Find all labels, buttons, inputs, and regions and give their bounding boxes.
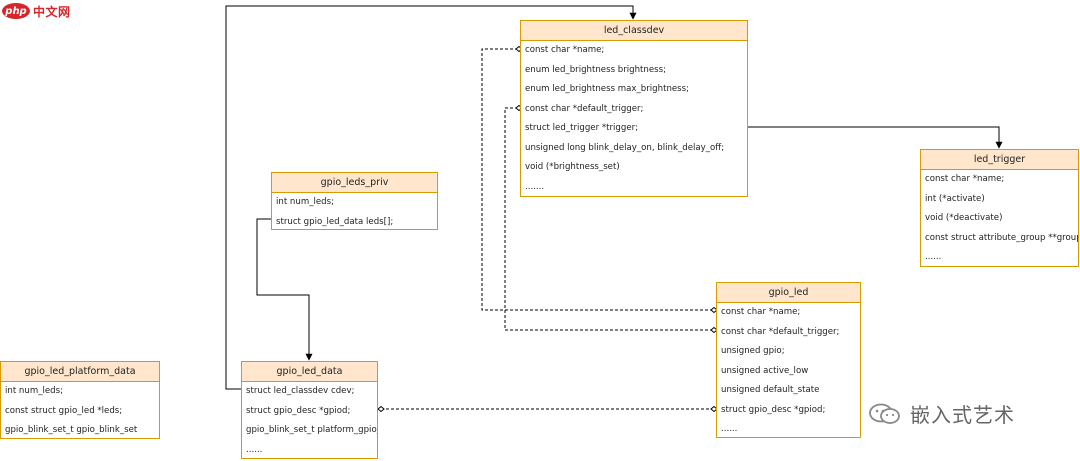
field-default-trigger: const char *default_trigger; xyxy=(721,326,840,337)
struct-title: gpio_led_data xyxy=(242,362,377,382)
field-name: const char *name; xyxy=(721,307,801,317)
field-ellipsis: ...... xyxy=(925,252,942,262)
struct-title: led_classdev xyxy=(521,21,747,41)
struct-title: gpio_led_platform_data xyxy=(1,362,159,382)
field-platform-gpio-blink-set: gpio_blink_set_t platform_gpio_blink_set… xyxy=(246,425,377,435)
field-num-leds: int num_leds; xyxy=(5,386,63,396)
field-deactivate: void (*deactivate) xyxy=(925,213,1003,223)
struct-gpio-led-data: gpio_led_data struct led_classdev cdev; … xyxy=(241,361,378,459)
struct-led-classdev: led_classdev const char *name; enum led_… xyxy=(520,20,748,197)
struct-title: led_trigger xyxy=(921,150,1078,170)
field-cdev: struct led_classdev cdev; xyxy=(246,386,355,396)
field-activate: int (*activate) xyxy=(925,193,985,204)
struct-gpio-led: gpio_led const char *name; const char *d… xyxy=(716,282,861,438)
field-brightness: enum led_brightness brightness; xyxy=(525,64,667,75)
diamond-gpio-led-data-gpiod xyxy=(377,405,385,413)
watermark: 嵌入式艺术 xyxy=(868,399,1015,428)
field-gpio-blink-set: gpio_blink_set_t gpio_blink_set xyxy=(5,425,138,435)
field-leds: const struct gpio_led *leds; xyxy=(5,405,123,416)
struct-title: gpio_leds_priv xyxy=(272,173,437,193)
php-logo-text: 中文网 xyxy=(33,4,71,19)
field-default-state: unsigned default_state xyxy=(721,385,820,395)
field-default-trigger: const char *default_trigger; xyxy=(525,103,644,114)
field-gpiod: struct gpio_desc *gpiod; xyxy=(721,404,826,415)
wechat-icon xyxy=(869,403,900,424)
struct-led-trigger: led_trigger const char *name; int (*acti… xyxy=(920,149,1079,267)
field-groups: const struct attribute_group **groups; xyxy=(925,232,1078,243)
struct-title: gpio_led xyxy=(717,283,860,303)
edge-trigger-to-led-trigger xyxy=(748,126,1003,149)
struct-gpio-led-platform-data: gpio_led_platform_data int num_leds; con… xyxy=(0,361,160,439)
field-blink-delay: unsigned long blink_delay_on, blink_dela… xyxy=(525,142,725,153)
field-active-low: unsigned active_low xyxy=(721,365,809,376)
struct-gpio-leds-priv: gpio_leds_priv int num_leds; struct gpio… xyxy=(271,172,438,230)
php-logo-mark: php xyxy=(2,3,30,19)
edge-leds-to-gpio-led-data xyxy=(256,218,313,361)
field-max-brightness: enum led_brightness max_brightness; xyxy=(525,84,690,94)
field-num-leds: int num_leds; xyxy=(276,197,334,207)
field-leds: struct gpio_led_data leds[]; xyxy=(276,216,394,227)
field-ellipsis: ...... xyxy=(246,444,263,455)
field-ellipsis: ....... xyxy=(525,181,545,192)
watermark-text: 嵌入式艺术 xyxy=(910,403,1015,427)
field-name: const char *name; xyxy=(925,174,1005,184)
field-gpio: unsigned gpio; xyxy=(721,346,785,356)
site-logo: php 中文网 xyxy=(2,2,71,20)
field-gpiod: struct gpio_desc *gpiod; xyxy=(246,405,351,416)
field-name: const char *name; xyxy=(525,45,605,55)
field-trigger: struct led_trigger *trigger; xyxy=(525,123,639,133)
field-brightness-set: void (*brightness_set) xyxy=(525,162,620,172)
field-ellipsis: ...... xyxy=(721,424,738,434)
